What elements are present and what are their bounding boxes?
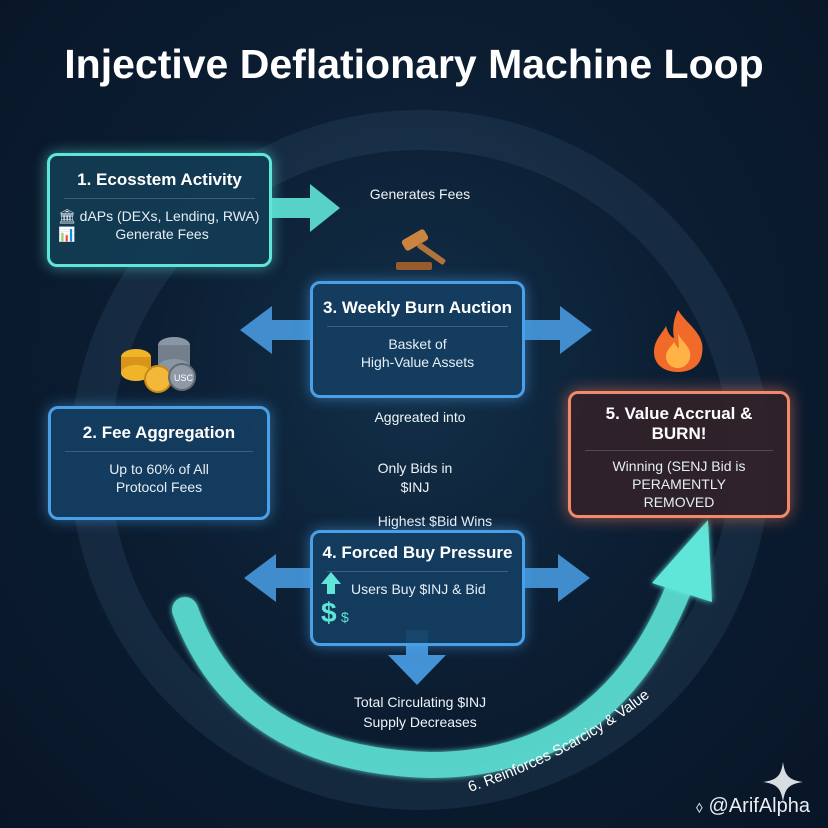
supply-line1: Total Circulating $INJ: [353, 694, 487, 710]
supply-line2: Supply Decreases: [363, 714, 477, 730]
step2-heading: 2. Fee Aggregation: [82, 423, 236, 442]
chart-icon: 📊: [58, 226, 76, 242]
divider: [64, 198, 255, 199]
step1-box: 1. Ecosstem Activity 🏛 dAPs (DEXs, Lendi…: [47, 153, 272, 267]
page-title: Injective Deflationary Machine Loop: [64, 41, 764, 87]
coin-label: USC: [174, 373, 194, 383]
diamond-logo-icon: ⬨: [695, 799, 703, 816]
step3-line1: Basket of: [388, 336, 447, 352]
sparkle-icon: [763, 762, 803, 802]
divider: [65, 451, 253, 452]
divider: [327, 326, 508, 327]
step4-heading: 4. Forced Buy Pressure: [322, 543, 513, 562]
step3-box: 3. Weekly Burn Auction Basket of High-Va…: [310, 281, 525, 398]
bank-icon: 🏛: [58, 208, 76, 224]
step3-heading: 3. Weekly Burn Auction: [323, 298, 512, 317]
gavel-icon: [396, 229, 446, 270]
step1-line2: Generate Fees: [115, 226, 209, 242]
svg-text:$: $: [321, 597, 337, 628]
step5-heading-line2: BURN!: [651, 424, 707, 443]
only-bids-label: Only Bids in $INJ: [355, 459, 475, 497]
coins-icon: USC: [121, 337, 196, 393]
step4-box: 4. Forced Buy Pressure Users Buy $INJ & …: [310, 530, 525, 646]
arrow-right-step4: [525, 554, 590, 602]
supply-decreases-label: Total Circulating $INJ Supply Decreases: [335, 692, 505, 732]
step1-heading: 1. Ecosstem Activity: [77, 170, 242, 189]
svg-text:$: $: [341, 609, 349, 625]
only-bids-line2: $INJ: [400, 479, 430, 495]
step1-line1: dAPs (DEXs, Lending, RWA): [79, 208, 260, 224]
step2-line1: Up to 60% of All: [109, 461, 209, 477]
step5-line3: REMOVED: [643, 494, 715, 510]
arrow-left-step4: [244, 554, 310, 602]
fire-icon: [654, 310, 703, 372]
divider: [585, 450, 773, 451]
only-bids-line1: Only Bids in: [377, 460, 453, 476]
step5-line1: Winning (SENJ Bid is: [612, 458, 746, 474]
step2-line2: Protocol Fees: [115, 479, 203, 495]
arrow-down-step4: [388, 630, 446, 685]
arrow-right-step1: [272, 184, 340, 232]
step4-line1: Users Buy $INJ & Bid: [351, 581, 486, 597]
dollar-up-icon: $ $: [321, 572, 349, 628]
arrow-left-step3: [240, 306, 310, 354]
step5-heading-line1: 5. Value Accrual &: [605, 404, 753, 423]
watermark: ⬨ @ArifAlpha: [696, 795, 810, 818]
watermark-text: @ArifAlpha: [708, 795, 810, 817]
aggregated-into-label: Aggreated into: [374, 409, 466, 425]
step3-line2: High-Value Assets: [360, 354, 475, 370]
step2-box: 2. Fee Aggregation Up to 60% of All Prot…: [48, 406, 270, 520]
arrow-right-step3: [525, 306, 592, 354]
highest-bid-label: Highest $Bid Wins: [377, 513, 493, 529]
divider: [327, 571, 508, 572]
step5-box: 5. Value Accrual & BURN! Winning (SENJ B…: [568, 391, 790, 518]
step5-line2: PERAMENTLY: [632, 476, 726, 492]
generates-fees-label: Generates Fees: [369, 186, 471, 202]
